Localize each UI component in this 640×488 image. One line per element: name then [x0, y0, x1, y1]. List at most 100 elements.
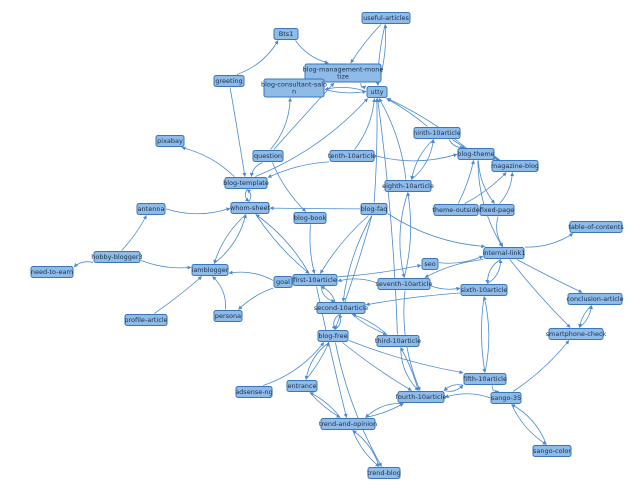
node-persona[interactable]: persona: [213, 310, 243, 322]
node-iamblogger[interactable]: iamblogger: [191, 264, 229, 276]
node-box: [457, 148, 495, 160]
node-adsense-ng[interactable]: adsense-ng: [235, 386, 273, 398]
node-question[interactable]: question: [252, 150, 284, 162]
node-smartphone-check[interactable]: smartphone-check: [546, 328, 607, 340]
edge-layer: [73, 24, 594, 467]
edge-sixth-10article-to-second-10article: [365, 292, 461, 307]
node-blog-template[interactable]: blog-template: [223, 177, 269, 189]
edge-whom-sheet-to-first-10article: [255, 214, 310, 274]
node-ninth-10article[interactable]: ninth-10article: [413, 127, 461, 139]
node-box: [483, 247, 525, 259]
node-label: table-of-contents: [568, 223, 624, 231]
node-third-10article[interactable]: third-10article: [375, 335, 421, 347]
edge-question-to-blog-management-monetize: [273, 82, 335, 150]
edge-tenth-10article-to-blog-theme: [374, 153, 458, 162]
edge-fifth-10article-to-sixth-10article: [482, 296, 490, 373]
node-utty[interactable]: utty: [366, 86, 388, 98]
edge-blog-free-to-fifth-10article: [348, 340, 464, 375]
node-label: magazine-blog: [491, 162, 539, 170]
edge-seo-to-internal-link1: [438, 255, 484, 264]
node-conclusion-article[interactable]: conclusion-article: [566, 293, 624, 305]
node-sixth-10article[interactable]: sixth-10article: [460, 284, 508, 296]
node-theme-outside[interactable]: theme-outside: [432, 204, 480, 216]
node-blog-faq[interactable]: blog-faq: [360, 203, 388, 215]
node-label: second-10article: [314, 304, 368, 312]
node-label: useful-articles: [363, 14, 409, 22]
edge-hobby-blogger3-to-need-to-earn: [73, 261, 94, 268]
edge-ninth-10article-to-blog-theme: [448, 139, 465, 150]
node-box: [532, 445, 572, 457]
node-bts1[interactable]: Bts1: [273, 28, 299, 40]
node-seventh-10article[interactable]: seventh-10article: [375, 278, 433, 290]
node-box: [263, 78, 325, 98]
node-trend-blog[interactable]: trend-blog: [367, 467, 401, 479]
node-antenna[interactable]: antenna: [136, 203, 166, 215]
edge-fifth-10article-to-fourth-10article: [443, 384, 464, 391]
node-trend-and-opinion[interactable]: trend-and-opinion: [319, 418, 377, 430]
edge-hobby-blogger3-to-antenna: [121, 215, 147, 251]
node-box: [329, 150, 375, 162]
edge-tenth-10article-to-blog-template: [267, 161, 330, 178]
node-box: [367, 467, 401, 479]
node-blog-book[interactable]: blog-book: [293, 212, 327, 224]
edge-adsense-ng-to-blog-free: [263, 342, 325, 386]
node-useful-articles[interactable]: useful-articles: [361, 12, 411, 24]
edge-blog-theme-to-fixed-page: [478, 160, 495, 204]
node-box: [155, 135, 185, 147]
edge-internal-link1-to-sixth-10article: [485, 259, 501, 284]
node-blog-theme[interactable]: blog-theme: [457, 148, 495, 160]
edge-conclusion-article-to-smartphone-check: [578, 305, 592, 328]
edge-entrance-to-blog-free: [305, 342, 330, 380]
node-sango-color[interactable]: sango-color: [532, 445, 572, 457]
node-table-of-contents[interactable]: table-of-contents: [568, 221, 624, 233]
edge-blog-template-to-whom-sheet: [244, 189, 250, 202]
node-box: [397, 391, 445, 403]
edge-goal-to-iamblogger: [228, 270, 274, 281]
node-label: hobby-blogger3: [91, 253, 142, 261]
node-label: whom-sheet: [230, 204, 271, 212]
edge-second-10article-to-third-10article: [351, 314, 388, 336]
node-profile-article[interactable]: profile-article: [124, 314, 168, 326]
node-eighth-10article[interactable]: eighth-10article: [382, 180, 434, 192]
node-whom-sheet[interactable]: whom-sheet: [230, 202, 271, 214]
edge-third-10article-to-second-10article: [351, 313, 388, 335]
node-label: third-10article: [375, 337, 421, 345]
node-fourth-10article[interactable]: fourth-10article: [396, 391, 447, 403]
node-internal-link1[interactable]: internal-link1: [483, 247, 526, 259]
node-box: [292, 274, 338, 286]
node-entrance[interactable]: entrance: [286, 380, 318, 392]
node-magazine-blog[interactable]: magazine-blog: [491, 160, 539, 172]
edge-internal-link1-to-seventh-10article: [424, 259, 484, 278]
edge-entrance-to-trend-and-opinion: [309, 392, 341, 418]
edge-sango-35-to-fourth-10article: [444, 393, 491, 399]
node-label: internal-link1: [483, 249, 526, 257]
edge-trend-and-opinion-to-fourth-10article: [365, 403, 404, 418]
node-first-10article[interactable]: first-10article: [292, 274, 338, 286]
node-box: [377, 278, 431, 290]
edge-antenna-to-whom-sheet: [165, 207, 231, 215]
node-need-to-earn[interactable]: need-to-earn: [30, 266, 74, 278]
edge-question-to-blog-template: [249, 162, 263, 177]
node-pixabay[interactable]: pixabay: [155, 135, 185, 147]
node-seo[interactable]: seo: [421, 258, 439, 270]
node-tenth-10article[interactable]: tenth-10article: [328, 150, 376, 162]
node-box: [317, 330, 349, 342]
node-box: [491, 160, 539, 172]
node-goal[interactable]: goal: [273, 276, 293, 288]
node-greeting[interactable]: greeting: [213, 75, 245, 87]
node-blog-free[interactable]: blog-free: [317, 330, 349, 342]
edge-blog-faq-to-first-10article: [320, 215, 369, 274]
node-sango-35[interactable]: sango-35: [490, 392, 522, 404]
node-fixed-page[interactable]: fixed-page: [479, 204, 515, 216]
edge-second-10article-to-first-10article: [320, 286, 336, 302]
edge-seventh-10article-to-eighth-10article: [403, 192, 412, 278]
edge-blog-book-to-first-10article: [309, 224, 316, 274]
node-hobby-blogger3[interactable]: hobby-blogger3: [91, 251, 143, 263]
node-second-10article[interactable]: second-10article: [314, 302, 368, 314]
node-label: profile-article: [124, 316, 167, 324]
node-box: [569, 221, 623, 233]
node-fifth-10article[interactable]: fifth-10article: [463, 373, 507, 385]
